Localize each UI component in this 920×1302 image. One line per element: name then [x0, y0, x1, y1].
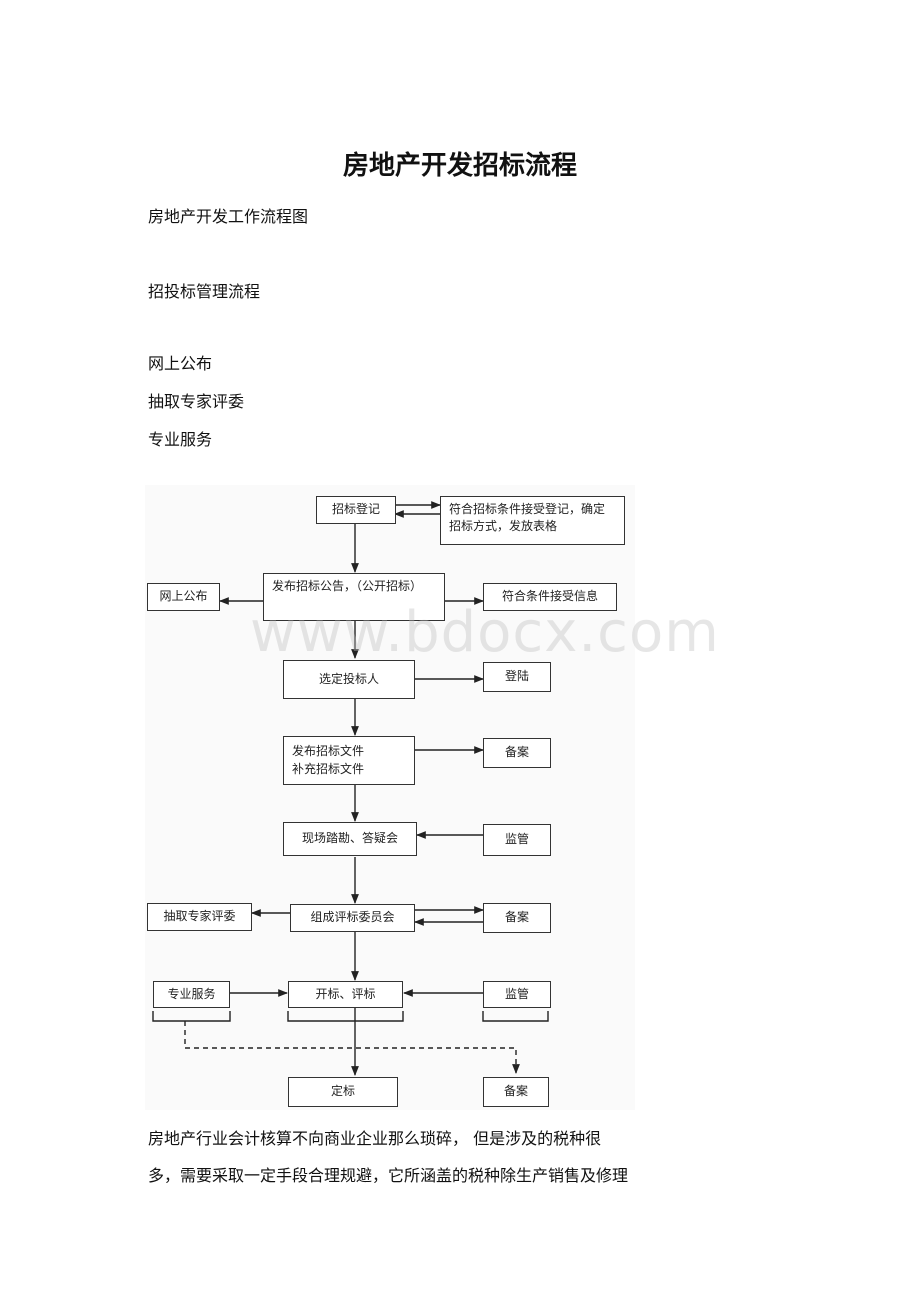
flow-box-open-eval: 开标、评标 [288, 981, 403, 1008]
flow-box-record-1: 备案 [483, 738, 551, 768]
paragraph-bidding-heading: 招投标管理流程 [148, 282, 261, 301]
flow-box-record-3: 备案 [483, 1077, 549, 1107]
flow-box-committee: 组成评标委员会 [290, 904, 415, 932]
flow-box-publish-notice: 发布招标公告，（公开招标） [263, 573, 445, 621]
flow-box-login: 登陆 [483, 662, 551, 692]
paragraph-workflow-heading: 房地产开发工作流程图 [148, 207, 309, 226]
flow-box-pro-service: 专业服务 [153, 981, 230, 1008]
flow-box-register: 招标登记 [316, 496, 396, 524]
bidding-flowchart: 招标登记 符合招标条件接受登记，确定招标方式，发放表格 发布招标公告，（公开招标… [145, 485, 635, 1110]
flow-box-select-bidder: 选定投标人 [283, 660, 415, 699]
paragraph-body-line-2: 多，需要采取一定手段合理规避，它所涵盖的税种除生产销售及修理 [148, 1166, 629, 1185]
flow-box-record-2: 备案 [483, 903, 551, 933]
flowchart-connectors [152, 501, 549, 1076]
watermark-text: www.bdocx.com [250, 600, 720, 665]
flow-box-supervise-1: 监管 [483, 824, 551, 856]
flow-box-site-visit: 现场踏勘、答疑会 [283, 822, 417, 856]
paragraph-online-publish: 网上公布 [148, 354, 213, 373]
paragraph-body-line-1: 房地产行业会计核算不向商业企业那么琐碎， 但是涉及的税种很 [148, 1129, 602, 1148]
flow-box-expert-draw: 抽取专家评委 [147, 903, 252, 931]
flow-box-register-condition: 符合招标条件接受登记，确定招标方式，发放表格 [440, 496, 625, 545]
flow-box-online-publish: 网上公布 [147, 583, 220, 611]
flow-box-publish-docs: 发布招标文件 补充招标文件 [283, 736, 415, 785]
flow-box-supervise-2: 监管 [483, 981, 551, 1008]
paragraph-pro-service: 专业服务 [148, 430, 213, 449]
flow-box-award: 定标 [288, 1077, 398, 1107]
page-title: 房地产开发招标流程 [342, 151, 577, 181]
paragraph-expert-draw: 抽取专家评委 [148, 392, 245, 411]
flow-box-accept-info: 符合条件接受信息 [483, 583, 617, 611]
